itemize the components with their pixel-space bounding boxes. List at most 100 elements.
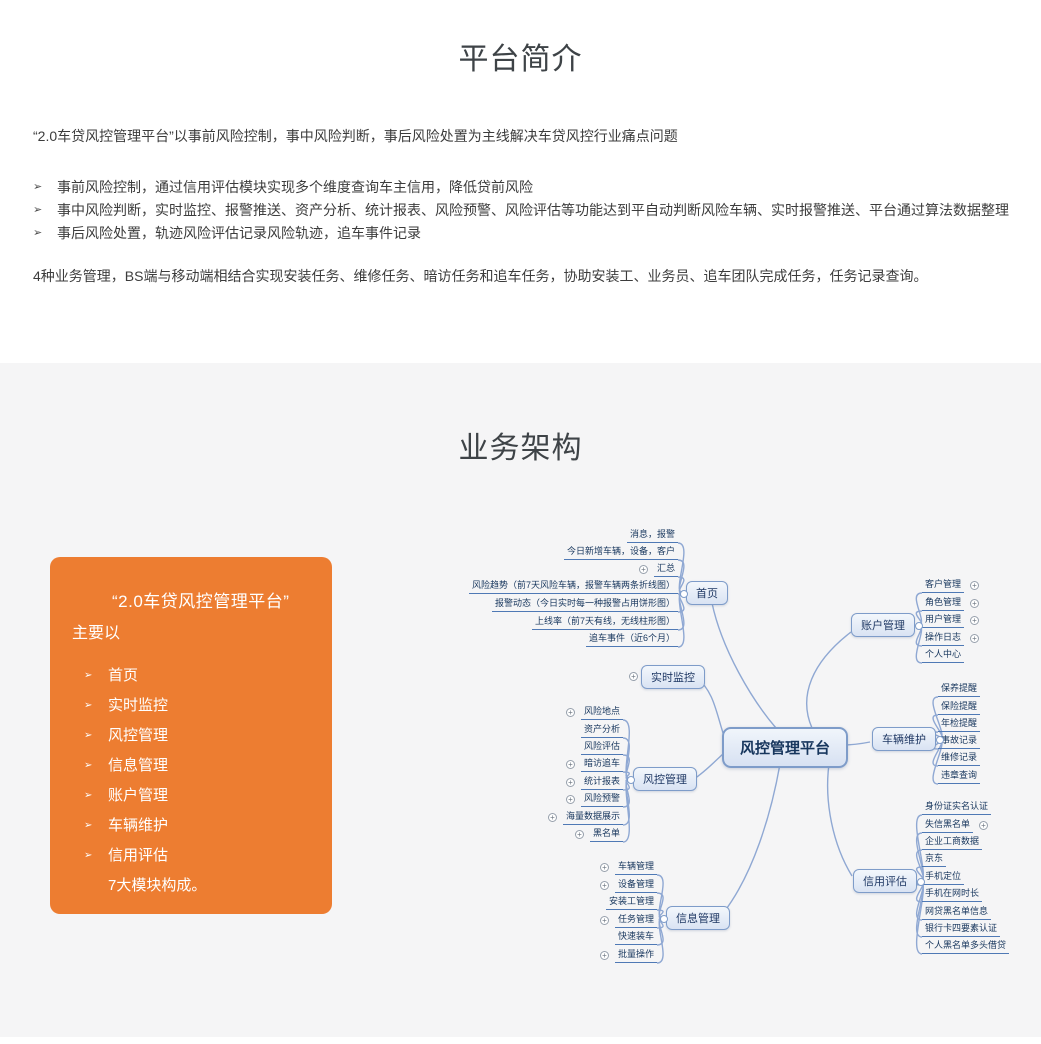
arrow-bullet-icon: ➢ [84, 760, 93, 771]
expand-plus-icon: + [979, 820, 989, 830]
mindmap-branch-risk-management: 风控管理 [633, 767, 697, 791]
mindmap-leaf: 事故记录 [938, 733, 981, 749]
card-heading: “2.0车贷风控管理平台” [112, 592, 290, 611]
mindmap-leaf: 维修记录 [938, 750, 981, 766]
intro-bullet: ➢ 事中风险判断，实时监控、报警推送、资产分析、统计报表、风险预警、风险评估等功… [33, 199, 1009, 222]
mindmap-leaf: +海量数据展示 [547, 809, 623, 825]
arrow-bullet-icon: ➢ [33, 227, 43, 239]
mindmap-leaf: 年检提醒 [938, 716, 981, 732]
expand-plus-icon: + [638, 564, 648, 574]
mindmap-leaf: 个人中心 [922, 647, 965, 663]
card-module-item: ➢ 首页 [84, 661, 332, 691]
mindmap-leaf: 京东 [922, 851, 947, 867]
expand-plus-icon: + [599, 950, 609, 960]
expand-plus-icon: + [565, 777, 575, 787]
arrow-bullet-icon: ➢ [84, 820, 93, 831]
arrow-bullet-icon: ➢ [84, 850, 93, 861]
mindmap-leaf: 消息，报警 [626, 527, 678, 543]
branch-connector-dot [660, 914, 668, 923]
expand-plus-icon: + [970, 598, 980, 608]
mindmap-leaf: +汇总 [638, 561, 678, 577]
card-module-label: 车辆维护 [108, 817, 169, 834]
intro-footer-paragraph: 4种业务管理，BS端与移动端相结合实现安装任务、维修任务、暗访任务和追车任务，协… [33, 268, 928, 284]
card-module-list: ➢ 首页 ➢ 实时监控 ➢ 风控管理 ➢ 信息管理 ➢ 账户管理 [50, 661, 332, 871]
mindmap-leaf: 手机定位 [922, 869, 965, 885]
expand-plus-icon: + [629, 672, 638, 681]
expand-plus-icon: + [599, 880, 609, 890]
mindmap-leaf: 安装工管理 [605, 894, 657, 910]
expand-plus-icon: + [565, 707, 575, 717]
card-footer: 7大模块构成。 [108, 877, 207, 894]
mindmap-leaf: 报警动态（今日实时每一种报警占用饼形图） [491, 596, 678, 612]
business-architecture-title: 业务架构 [458, 432, 583, 465]
mindmap-leaf: +车辆管理 [599, 859, 657, 875]
expand-plus-icon: + [970, 580, 980, 590]
mindmap-leaf: 快速装车 [614, 929, 657, 945]
mindmap-leaf: 角色管理+ [922, 595, 980, 611]
mindmap-leaf: +暗访追车 [565, 756, 623, 772]
mindmap-branch-account: 账户管理 [851, 613, 915, 637]
expand-plus-icon: + [565, 794, 575, 804]
mindmap-branch-realtime-monitor: 实时监控 [641, 665, 705, 689]
mindmap-leaf: +任务管理 [599, 912, 657, 928]
mindmap-leaf: 今日新增车辆，设备，客户 [563, 544, 678, 560]
mindmap-leaf: 失信黑名单+ [922, 817, 989, 833]
arrow-bullet-icon: ➢ [33, 181, 43, 193]
platform-intro-title: 平台简介 [458, 43, 583, 76]
expand-plus-icon: + [970, 615, 980, 625]
mindmap-leaf: 客户管理+ [922, 577, 980, 593]
expand-plus-icon: + [970, 633, 980, 643]
mindmap-leaf: 追车事件（近6个月） [585, 631, 678, 647]
expand-plus-icon: + [599, 862, 609, 872]
mindmap-leaf: +统计报表 [565, 774, 623, 790]
arrow-bullet-icon: ➢ [84, 730, 93, 741]
expand-plus-icon: + [599, 915, 609, 925]
card-module-label: 信息管理 [108, 757, 169, 774]
business-architecture-section: 业务架构 “2.0车贷风控管理平台” 主要以 ➢ 首页 ➢ 实时监控 ➢ 风控管… [0, 363, 1041, 1037]
intro-bullet-text: 事中风险判断，实时监控、报警推送、资产分析、统计报表、风险预警、风险评估等功能达… [57, 202, 1009, 218]
mindmap-leaf: 手机在网时长 [922, 886, 983, 902]
mindmap-leaf: +批量操作 [599, 947, 657, 963]
mindmap-leaf: +风险地点 [565, 704, 623, 720]
mindmap-leaf: 资产分析 [580, 722, 623, 738]
mindmap-leaf: +风险预警 [565, 791, 623, 807]
card-module-label: 账户管理 [108, 787, 169, 804]
mindmap-leaf: 保养提醒 [938, 681, 981, 697]
expand-plus-icon: + [574, 829, 584, 839]
mindmap-leaf: 个人黑名单多头借贷 [922, 938, 1010, 954]
card-subheading: 主要以 [72, 625, 121, 642]
mindmap-leaf: 操作日志+ [922, 630, 980, 646]
mindmap-root-node: 风控管理平台 [722, 727, 849, 768]
branch-connector-dot [936, 735, 944, 744]
card-module-item: ➢ 车辆维护 [84, 811, 332, 841]
card-module-label: 实时监控 [108, 697, 169, 714]
card-module-item: ➢ 账户管理 [84, 781, 332, 811]
branch-connector-dot [915, 621, 923, 630]
mindmap-branch-home: 首页 [686, 581, 728, 605]
mindmap-leaf: 风险评估 [580, 739, 623, 755]
mindmap-leaf: 违章查询 [938, 768, 981, 784]
branch-connector-dot [680, 589, 688, 598]
arrow-bullet-icon: ➢ [33, 204, 43, 216]
intro-bullet-list: ➢ 事前风险控制，通过信用评估模块实现多个维度查询车主信用，降低贷前风险 ➢ 事… [33, 176, 1009, 245]
mindmap-leaf: 风险趋势（前7天风险车辆，报警车辆两条折线图） [468, 578, 678, 594]
intro-bullet-text: 事前风险控制，通过信用评估模块实现多个维度查询车主信用，降低贷前风险 [57, 179, 533, 195]
intro-bullet-text: 事后风险处置，轨迹风险评估记录风险轨迹，追车事件记录 [57, 225, 421, 241]
mindmap-leaf: 身份证实名认证 [922, 799, 992, 815]
mindmap-leaf: 网贷黑名单信息 [922, 904, 992, 920]
arrow-bullet-icon: ➢ [84, 700, 93, 711]
platform-summary-card: “2.0车贷风控管理平台” 主要以 ➢ 首页 ➢ 实时监控 ➢ 风控管理 ➢ 信… [50, 557, 332, 914]
mindmap-leaf: 用户管理+ [922, 612, 980, 628]
mindmap-leaf: 企业工商数据 [922, 834, 983, 850]
mindmap-leaf: 银行卡四要素认证 [922, 921, 1001, 937]
card-module-item: ➢ 风控管理 [84, 721, 332, 751]
arrow-bullet-icon: ➢ [84, 670, 93, 681]
intro-bullet: ➢ 事后风险处置，轨迹风险评估记录风险轨迹，追车事件记录 [33, 222, 1009, 245]
card-module-label: 风控管理 [108, 727, 169, 744]
mindmap-leaf: 上线率（前7天有线，无线柱形图） [531, 614, 678, 630]
expand-plus-icon: + [547, 812, 557, 822]
expand-plus-icon: + [565, 759, 575, 769]
mindmap-branch-credit-evaluation: 信用评估 [853, 869, 917, 893]
mindmap-leaf: 保险提醒 [938, 699, 981, 715]
